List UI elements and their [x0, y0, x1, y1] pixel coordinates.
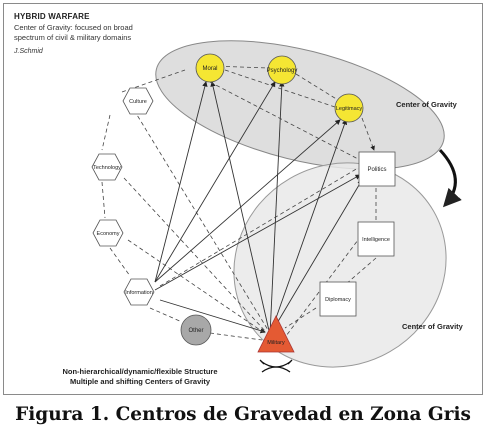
node-information[interactable]: Information: [123, 278, 155, 306]
structure-note-line-1: Non-hierarchical/dynamic/flexible Struct…: [62, 367, 218, 376]
node-technology-label: Technology: [93, 165, 121, 171]
node-technology[interactable]: Technology: [91, 153, 123, 181]
crossed-swords-icon: [259, 359, 293, 373]
structure-note-line-2: Multiple and shifting Centers of Gravity: [69, 377, 210, 386]
node-legitimacy[interactable]: Legitimacy: [334, 93, 364, 123]
node-other-label: Other: [188, 328, 203, 334]
node-information-label: Information: [125, 290, 153, 296]
cog-ellipse-top: [155, 40, 445, 170]
rotation-arrow: [438, 148, 462, 208]
author-label: J.Schmid: [14, 48, 43, 55]
solid-connections: [154, 81, 363, 336]
cog-ellipse-bottom: [233, 162, 447, 368]
node-intelligence-label: Intelligence: [362, 237, 390, 243]
figure-frame: [3, 3, 483, 395]
diagram-canvas: Moral Psychology Legitimacy Politics Int…: [91, 40, 462, 373]
subtitle-line-1: Center of Gravity: focused on broad: [14, 23, 133, 32]
node-psychology[interactable]: Psychology: [267, 55, 298, 85]
node-economy-label: Economy: [97, 231, 120, 237]
diagram-title: HYBRID WARFARE: [14, 12, 90, 21]
node-legitimacy-label: Legitimacy: [336, 106, 363, 112]
node-economy[interactable]: Economy: [92, 219, 124, 247]
node-diplomacy[interactable]: Diplomacy: [319, 281, 357, 317]
node-moral[interactable]: Moral: [195, 53, 225, 83]
node-moral-label: Moral: [202, 66, 217, 72]
node-culture-label: Culture: [129, 99, 147, 105]
figure-caption: Figura 1. Centros de Gravedad en Zona Gr…: [15, 404, 471, 425]
node-politics[interactable]: Politics: [358, 151, 396, 187]
node-diplomacy-label: Diplomacy: [325, 297, 351, 303]
node-culture[interactable]: Culture: [122, 87, 154, 115]
node-military[interactable]: Military: [257, 315, 295, 353]
node-military-label: Military: [267, 340, 285, 346]
cog-label-bottom: Center of Gravity: [402, 322, 463, 331]
node-psychology-label: Psychology: [267, 68, 298, 74]
node-intelligence[interactable]: Intelligence: [357, 221, 395, 257]
subtitle-line-2: spectrum of civil & military domains: [14, 33, 132, 42]
node-other[interactable]: Other: [180, 314, 212, 346]
node-politics-label: Politics: [367, 167, 386, 173]
diagram-subtitle: Center of Gravity: focused on broad spec…: [14, 23, 164, 43]
structure-note: Non-hierarchical/dynamic/flexible Struct…: [50, 367, 230, 387]
cog-label-top: Center of Gravity: [396, 100, 457, 109]
